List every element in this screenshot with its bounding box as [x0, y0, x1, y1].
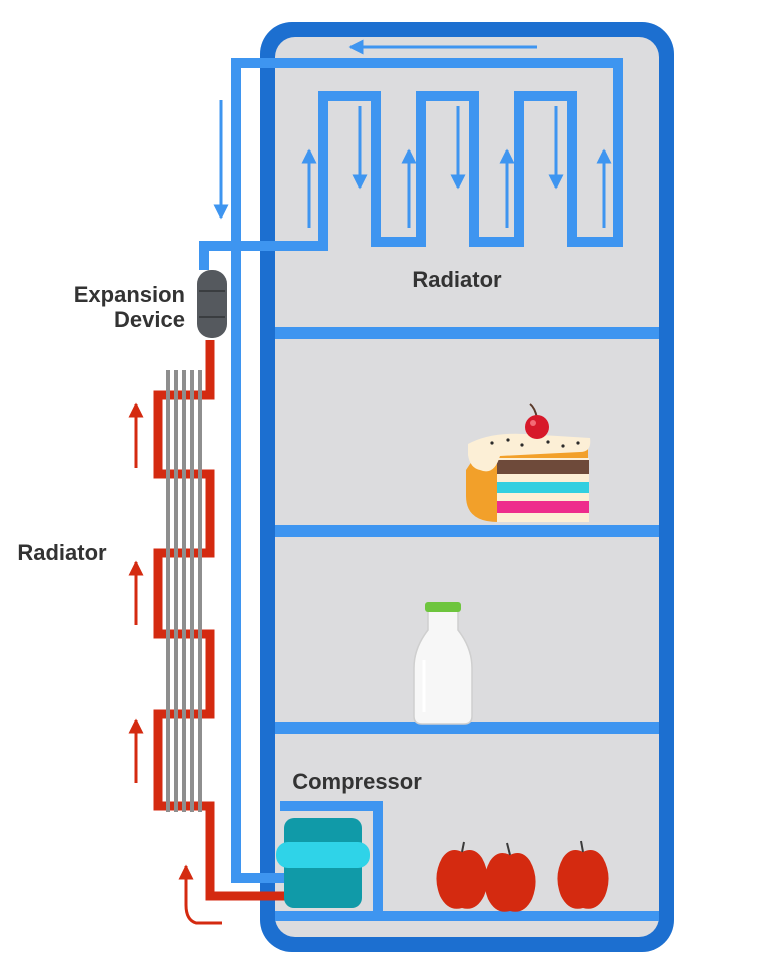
shelf-2	[275, 525, 659, 537]
apple-icon	[484, 842, 536, 912]
evaporator-coil	[199, 58, 623, 883]
flow-arrow-icon	[213, 39, 612, 228]
flow-arrow-icon	[128, 402, 222, 925]
radiator-left-label: Radiator	[17, 540, 107, 565]
cake-icon	[466, 403, 591, 522]
milk-bottle-icon	[413, 602, 473, 725]
radiator-top-label: Radiator	[412, 267, 502, 292]
compressor-icon	[276, 818, 370, 908]
compressor-label: Compressor	[292, 769, 422, 794]
apple-icon	[436, 841, 488, 909]
expansion-device-icon	[197, 270, 227, 338]
expansion-device-label-line2: Device	[114, 307, 185, 332]
apple-icon	[557, 840, 609, 909]
shelf-3	[275, 722, 659, 734]
shelf-bottom	[275, 911, 659, 921]
condenser-fins	[166, 370, 202, 812]
shelves	[275, 327, 659, 921]
compressor-housing-pipe	[280, 801, 383, 913]
shelf-1	[275, 327, 659, 339]
expansion-device-label-line1: Expansion	[74, 282, 185, 307]
